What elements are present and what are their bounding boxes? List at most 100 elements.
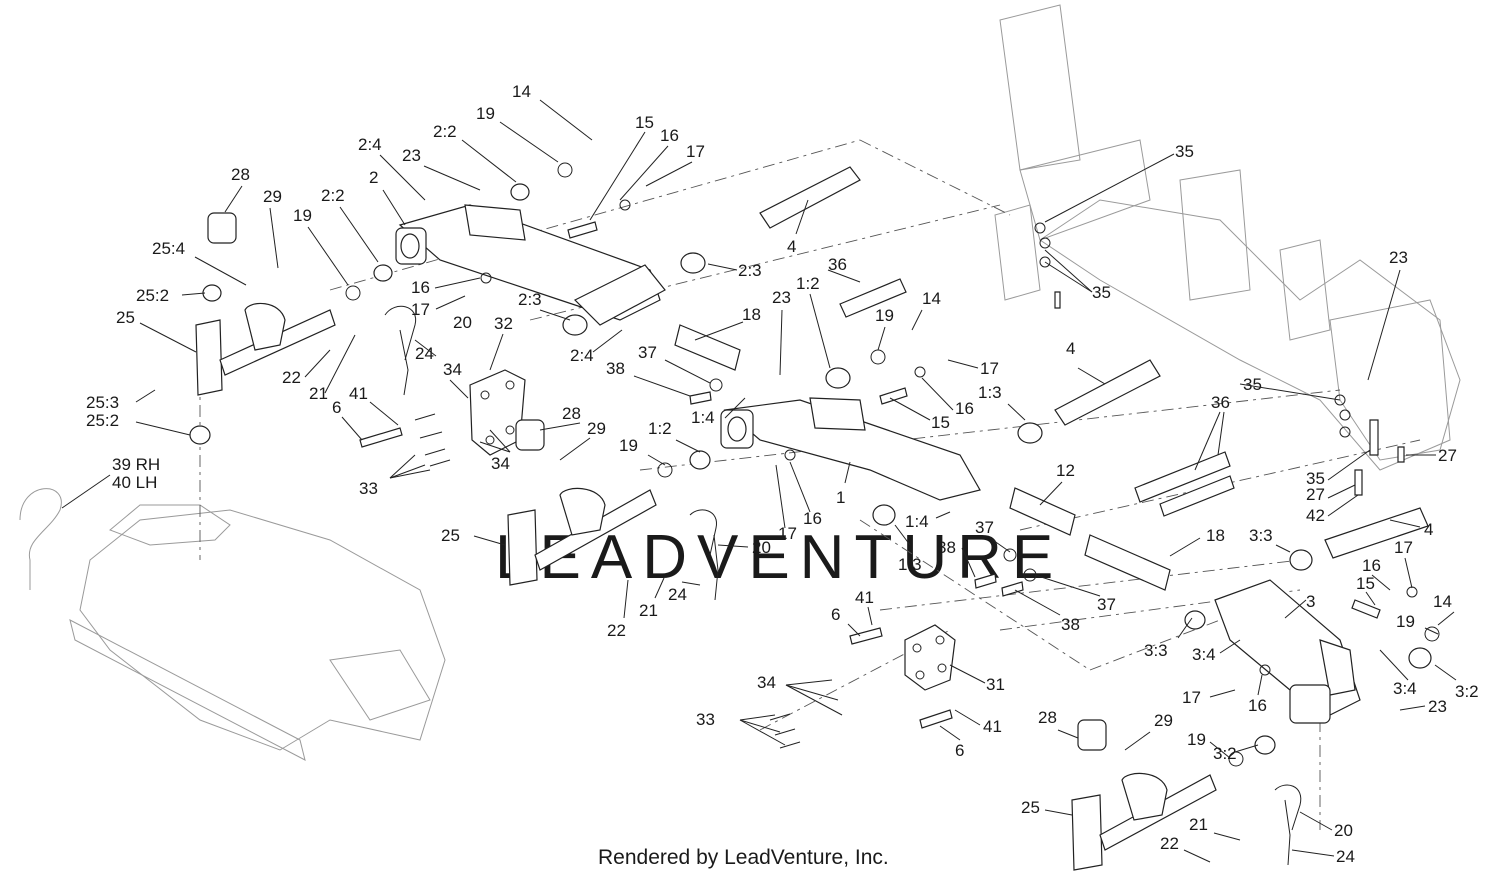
callout-label: 25:3 bbox=[86, 393, 119, 412]
bolts bbox=[359, 221, 1405, 729]
callout-label: 3:3 bbox=[1144, 641, 1168, 660]
callout-label: 1:4 bbox=[691, 408, 715, 427]
callout-label: 27 bbox=[1306, 485, 1325, 504]
callout-label: 6 bbox=[831, 605, 840, 624]
callout-label: 37 bbox=[638, 343, 657, 362]
callout-label: 34 bbox=[757, 673, 776, 692]
callout-label: 16 bbox=[1362, 556, 1381, 575]
callout-label: 28 bbox=[562, 404, 581, 423]
callout-label: 25 bbox=[116, 308, 135, 327]
callout-label: 12 bbox=[1056, 461, 1075, 480]
callout-label: 20 bbox=[752, 538, 771, 557]
callout-label: 18 bbox=[742, 305, 761, 324]
yoke-assemblies bbox=[195, 302, 1217, 871]
callout-label: 14 bbox=[922, 289, 941, 308]
callout-label: 35 bbox=[1175, 142, 1194, 161]
callout-label: 29 bbox=[263, 187, 282, 206]
arm-assembly-3 bbox=[1214, 579, 1361, 724]
bushings bbox=[189, 183, 1432, 755]
callout-label: 1:3 bbox=[898, 555, 922, 574]
callout-label: 21 bbox=[309, 384, 328, 403]
washers bbox=[345, 162, 1440, 767]
callout-label: 22 bbox=[1160, 834, 1179, 853]
callout-label: 36 bbox=[828, 255, 847, 274]
callout-label: 3:2 bbox=[1455, 682, 1479, 701]
callout-label: 17 bbox=[411, 300, 430, 319]
callout-label: 25:2 bbox=[136, 286, 169, 305]
callout-label: 16 bbox=[803, 509, 822, 528]
callout-label: 2:4 bbox=[358, 135, 382, 154]
callout-label: 38 bbox=[937, 538, 956, 557]
callout-label: 35 bbox=[1243, 375, 1262, 394]
callout-label: 25:4 bbox=[152, 239, 185, 258]
callout-label: 21 bbox=[1189, 815, 1208, 834]
callout-label: 15 bbox=[1356, 574, 1375, 593]
callout-label: 33 bbox=[359, 479, 378, 498]
callout-label: 20 bbox=[1334, 821, 1353, 840]
callout-label: 19 bbox=[619, 436, 638, 455]
callout-label: 25 bbox=[441, 526, 460, 545]
callout-label: 22 bbox=[607, 621, 626, 640]
callout-label: 2:4 bbox=[570, 346, 594, 365]
callout-label: 2:3 bbox=[518, 290, 542, 309]
callout-label: 29 bbox=[1154, 711, 1173, 730]
callout-label: 2:3 bbox=[738, 261, 762, 280]
callout-label: 41 bbox=[855, 588, 874, 607]
callout-label: 6 bbox=[955, 741, 964, 760]
callout-label: 3:4 bbox=[1393, 679, 1417, 698]
assembly-centerlines bbox=[199, 139, 1421, 830]
callout-label: 24 bbox=[668, 585, 687, 604]
callout-label: 1 bbox=[836, 488, 845, 507]
callout-label: 18 bbox=[1206, 526, 1225, 545]
callout-label: 33 bbox=[696, 710, 715, 729]
callout-label: 24 bbox=[415, 344, 434, 363]
callout-label: 42 bbox=[1306, 506, 1325, 525]
callout-label: 3:3 bbox=[1249, 526, 1273, 545]
callout-label: 35 bbox=[1306, 469, 1325, 488]
callout-label: 1:2 bbox=[796, 274, 820, 293]
callout-label: 28 bbox=[1038, 708, 1057, 727]
callout-label: 19 bbox=[875, 306, 894, 325]
callout-label: 2:2 bbox=[433, 122, 457, 141]
callout-label: 19 bbox=[476, 104, 495, 123]
callout-label: 15 bbox=[635, 113, 654, 132]
callout-label: 2:2 bbox=[321, 186, 345, 205]
callout-label: 38 bbox=[606, 359, 625, 378]
callout-label: 14 bbox=[1433, 592, 1452, 611]
callout-label: 17 bbox=[1182, 688, 1201, 707]
callout-label: 19 bbox=[1187, 730, 1206, 749]
callout-label: 27 bbox=[1438, 446, 1457, 465]
callout-label: 31 bbox=[986, 675, 1005, 694]
callout-label: 21 bbox=[639, 601, 658, 620]
callout-label: 23 bbox=[1428, 697, 1447, 716]
callout-label: 1:4 bbox=[905, 512, 929, 531]
ghost-cutting-reel bbox=[19, 488, 446, 761]
callout-label: 14 bbox=[512, 82, 531, 101]
callout-label: 17 bbox=[686, 142, 705, 161]
callout-label: 23 bbox=[1389, 248, 1408, 267]
callout-label: 15 bbox=[931, 413, 950, 432]
callout-labels: 14 19 2:2 15 16 17 2:4 23 35 28 29 2 2:2… bbox=[86, 82, 1479, 866]
callout-label: 34 bbox=[491, 454, 510, 473]
callout-label: 17 bbox=[980, 359, 999, 378]
callout-label: 20 bbox=[453, 313, 472, 332]
bolt-group-33 bbox=[414, 413, 801, 749]
callout-label: 4 bbox=[1066, 339, 1075, 358]
callout-label: 39 RH bbox=[112, 455, 160, 474]
callout-label: 24 bbox=[1336, 847, 1355, 866]
callout-label: 22 bbox=[282, 368, 301, 387]
arm-assembly-1 bbox=[720, 397, 981, 501]
callout-label: 4 bbox=[787, 237, 796, 256]
callout-label: 1:3 bbox=[978, 383, 1002, 402]
callout-label: 32 bbox=[494, 314, 513, 333]
callout-label: 16 bbox=[955, 399, 974, 418]
callout-label: 35 bbox=[1092, 283, 1111, 302]
callout-label: 25 bbox=[1021, 798, 1040, 817]
callout-label: 17 bbox=[778, 524, 797, 543]
caps bbox=[207, 212, 1107, 751]
callout-label: 28 bbox=[231, 165, 250, 184]
callout-label: 37 bbox=[1097, 595, 1116, 614]
callout-label: 17 bbox=[1394, 538, 1413, 557]
callout-label: 29 bbox=[587, 419, 606, 438]
